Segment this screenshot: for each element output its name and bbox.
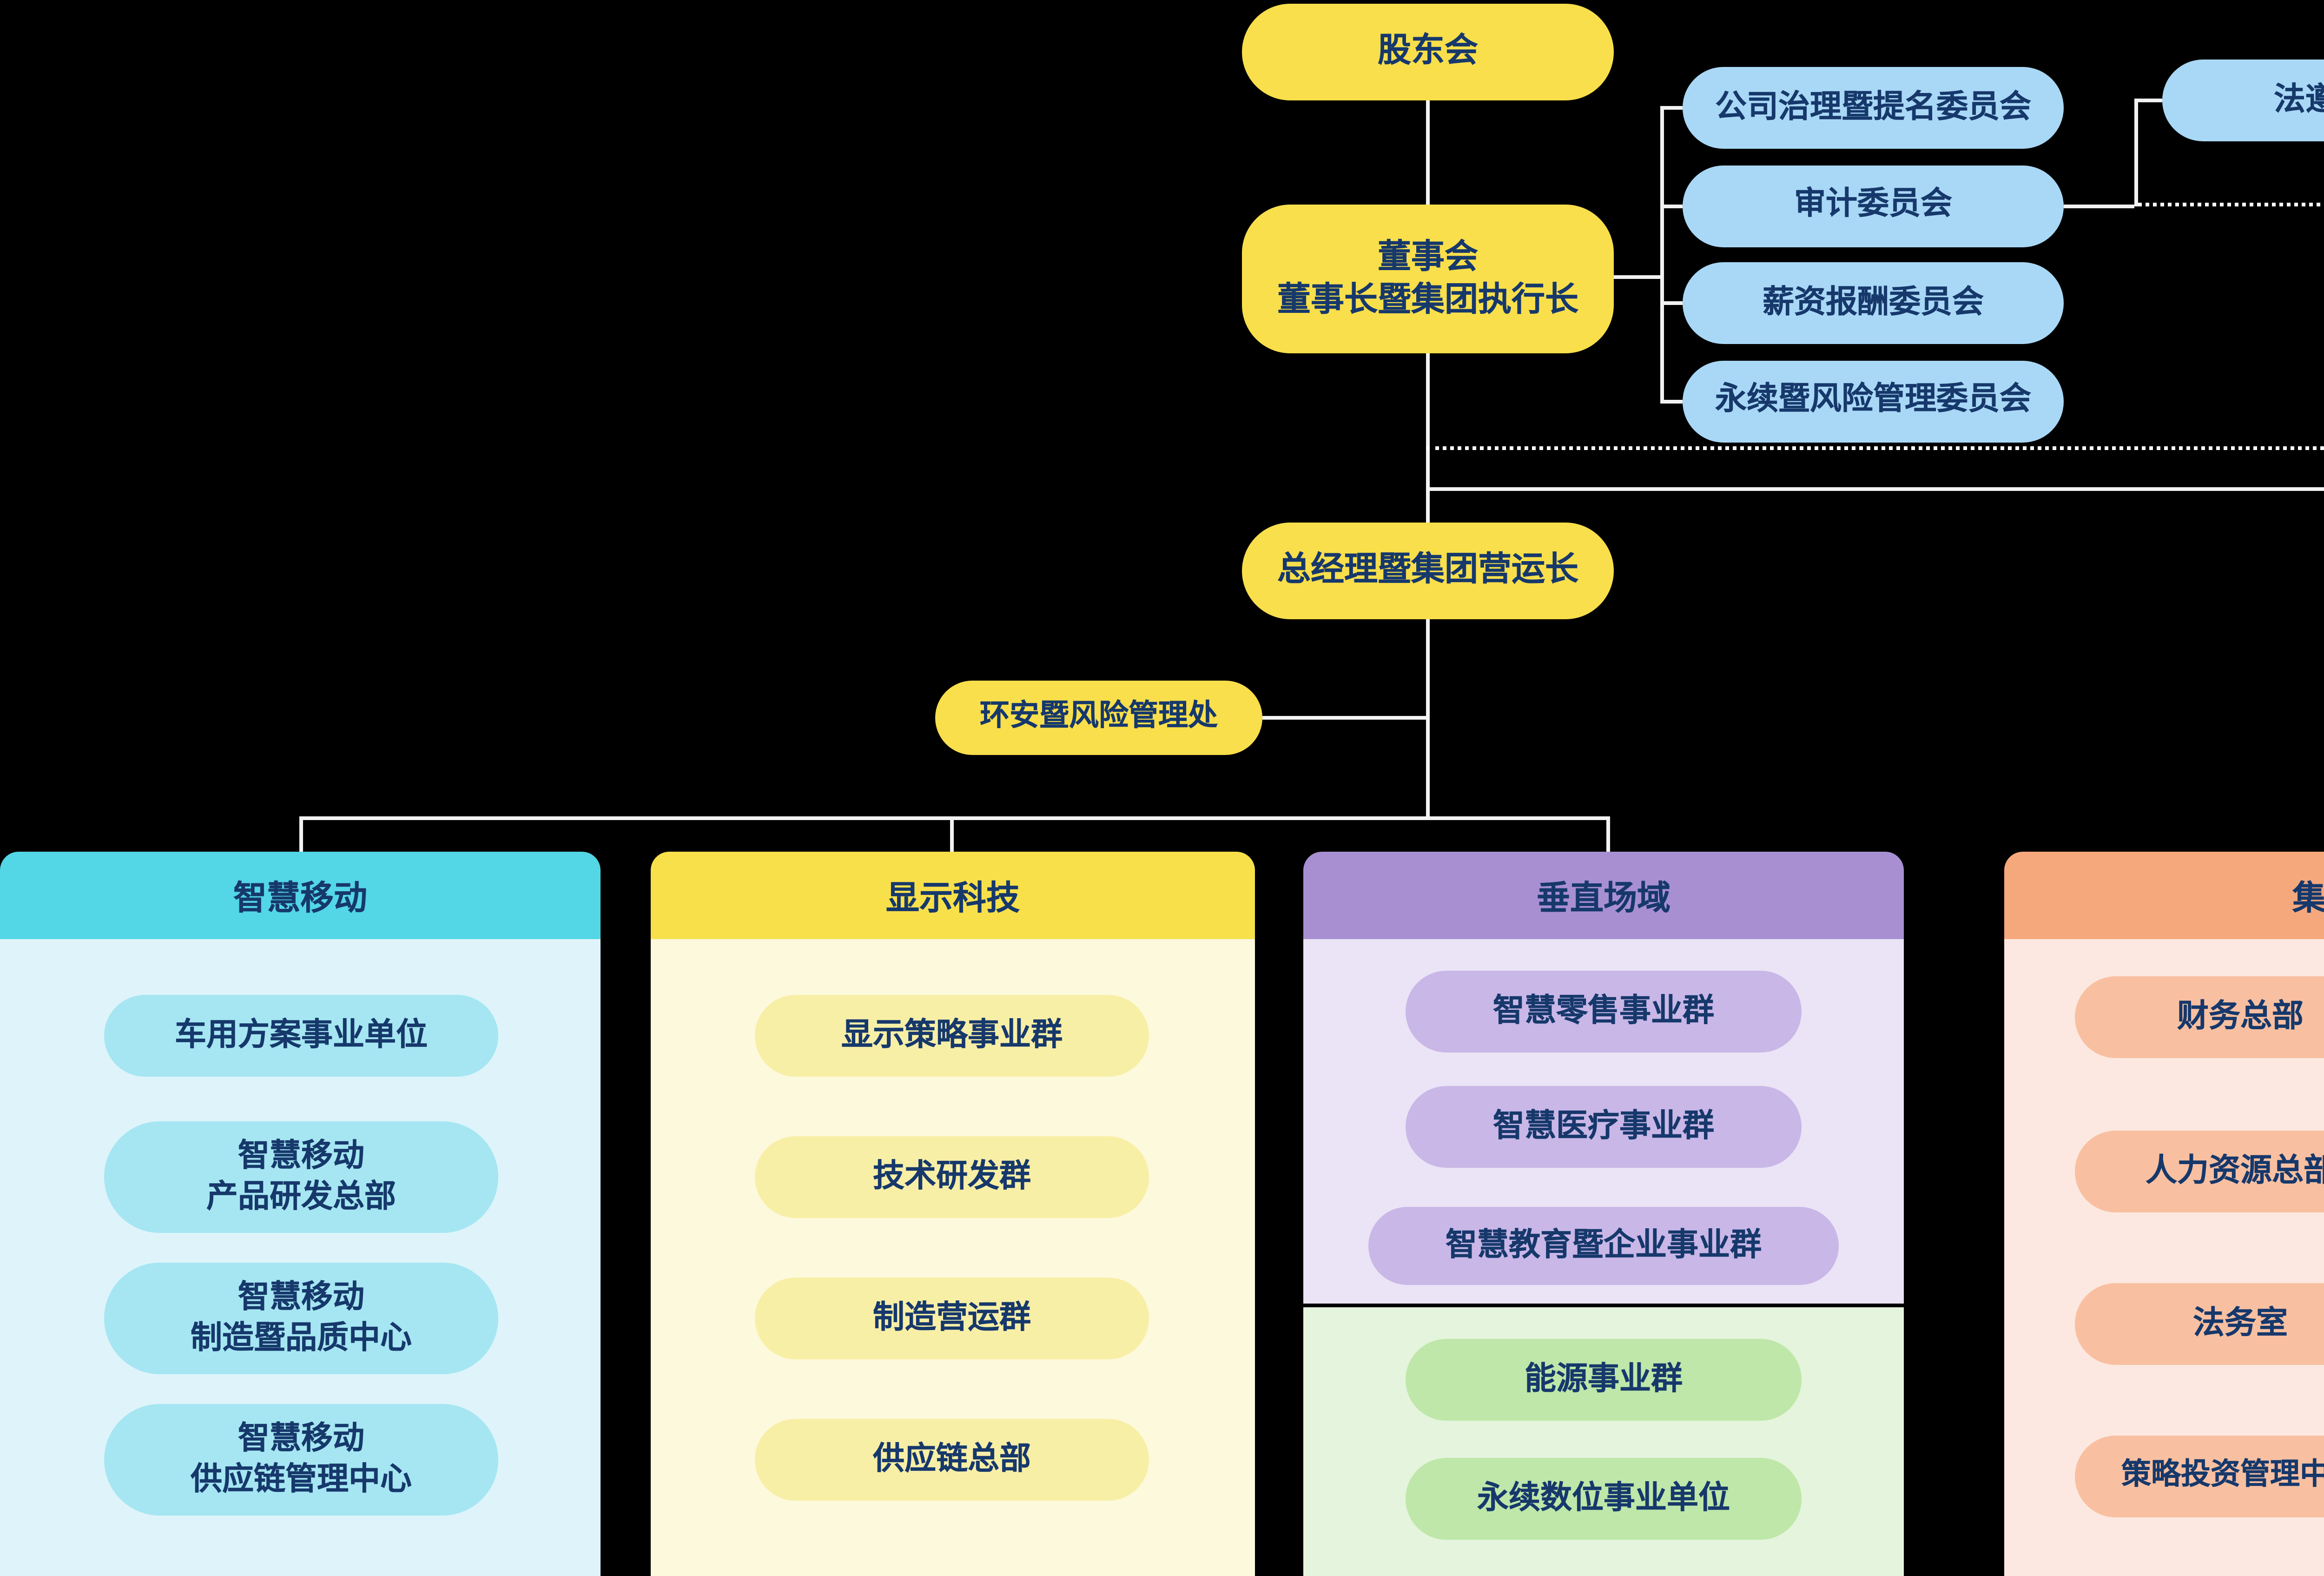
connector-line bbox=[2134, 99, 2162, 102]
org-unit-pill: 财务总部 bbox=[2075, 976, 2324, 1058]
connector-line bbox=[1660, 399, 1683, 403]
connector-line bbox=[1660, 106, 1683, 110]
org-unit-pill: 显示策略事业群 bbox=[755, 995, 1149, 1077]
division-header-smart-mobility: 智慧移动 bbox=[0, 852, 601, 939]
org-unit-pill: 智慧移动 供应链管理中心 bbox=[104, 1404, 498, 1516]
connector-line bbox=[1426, 353, 1430, 523]
connector-line bbox=[1660, 106, 1664, 403]
node-committee-governance-nomination: 公司治理暨提名委员会 bbox=[1683, 67, 2064, 149]
node-compliance-counsel: 法遵总顾问 bbox=[2162, 60, 2324, 141]
org-unit-pill: 永续数位事业单位 bbox=[1406, 1458, 1802, 1540]
node-president-coo: 总经理暨集团营运长 bbox=[1242, 523, 1614, 619]
connector-line bbox=[1262, 716, 1426, 720]
org-unit-pill: 法务室 bbox=[2075, 1283, 2324, 1365]
node-board-chairman-ceo: 董事会 董事长暨集团执行长 bbox=[1242, 205, 1614, 353]
dotted-connector-line bbox=[1426, 446, 2324, 450]
node-committee-audit: 审计委员会 bbox=[1683, 165, 2064, 246]
connector-line bbox=[1606, 816, 1610, 852]
connector-line bbox=[2064, 204, 2134, 207]
division-header-group-support: 集团营运支援单位 bbox=[2004, 852, 2324, 939]
org-unit-pill: 智慧移动 产品研发总部 bbox=[104, 1121, 498, 1233]
division-header-vertical-domains: 垂直场域 bbox=[1303, 852, 1904, 939]
node-shareholders: 股东会 bbox=[1242, 4, 1614, 100]
connector-line bbox=[1426, 100, 1430, 205]
node-committee-sustainability-risk: 永续暨风险管理委员会 bbox=[1683, 360, 2064, 442]
node-committee-compensation: 薪资报酬委员会 bbox=[1683, 262, 2064, 344]
node-ehs-risk-office: 环安暨风险管理处 bbox=[935, 681, 1262, 755]
org-unit-pill: 智慧医疗事业群 bbox=[1406, 1086, 1802, 1168]
connector-line bbox=[1660, 204, 1683, 207]
connector-line bbox=[299, 816, 1610, 820]
org-unit-pill: 智慧教育暨企业事业群 bbox=[1368, 1207, 1839, 1285]
org-unit-pill: 策略投资管理中心 bbox=[2075, 1436, 2324, 1517]
org-unit-pill: 智慧零售事业群 bbox=[1406, 971, 1802, 1053]
org-unit-pill: 车用方案事业单位 bbox=[104, 995, 498, 1077]
org-unit-pill: 技术研发群 bbox=[755, 1136, 1149, 1218]
org-unit-pill: 智慧移动 制造暨品质中心 bbox=[104, 1263, 498, 1374]
org-unit-pill: 能源事业群 bbox=[1406, 1339, 1802, 1421]
connector-line bbox=[950, 816, 954, 852]
division-header-display-tech: 显示科技 bbox=[651, 852, 1255, 939]
dotted-connector-line bbox=[2138, 203, 2324, 206]
connector-line bbox=[1660, 301, 1683, 305]
connector-line bbox=[1426, 619, 1430, 818]
connector-line bbox=[1614, 275, 1660, 279]
connector-line bbox=[2134, 99, 2138, 206]
connector-line bbox=[299, 816, 303, 852]
connector-line bbox=[1426, 487, 2324, 491]
org-unit-pill: 供应链总部 bbox=[755, 1419, 1149, 1501]
org-unit-pill: 制造营运群 bbox=[755, 1278, 1149, 1359]
org-unit-pill: 人力资源总部 bbox=[2075, 1131, 2324, 1212]
